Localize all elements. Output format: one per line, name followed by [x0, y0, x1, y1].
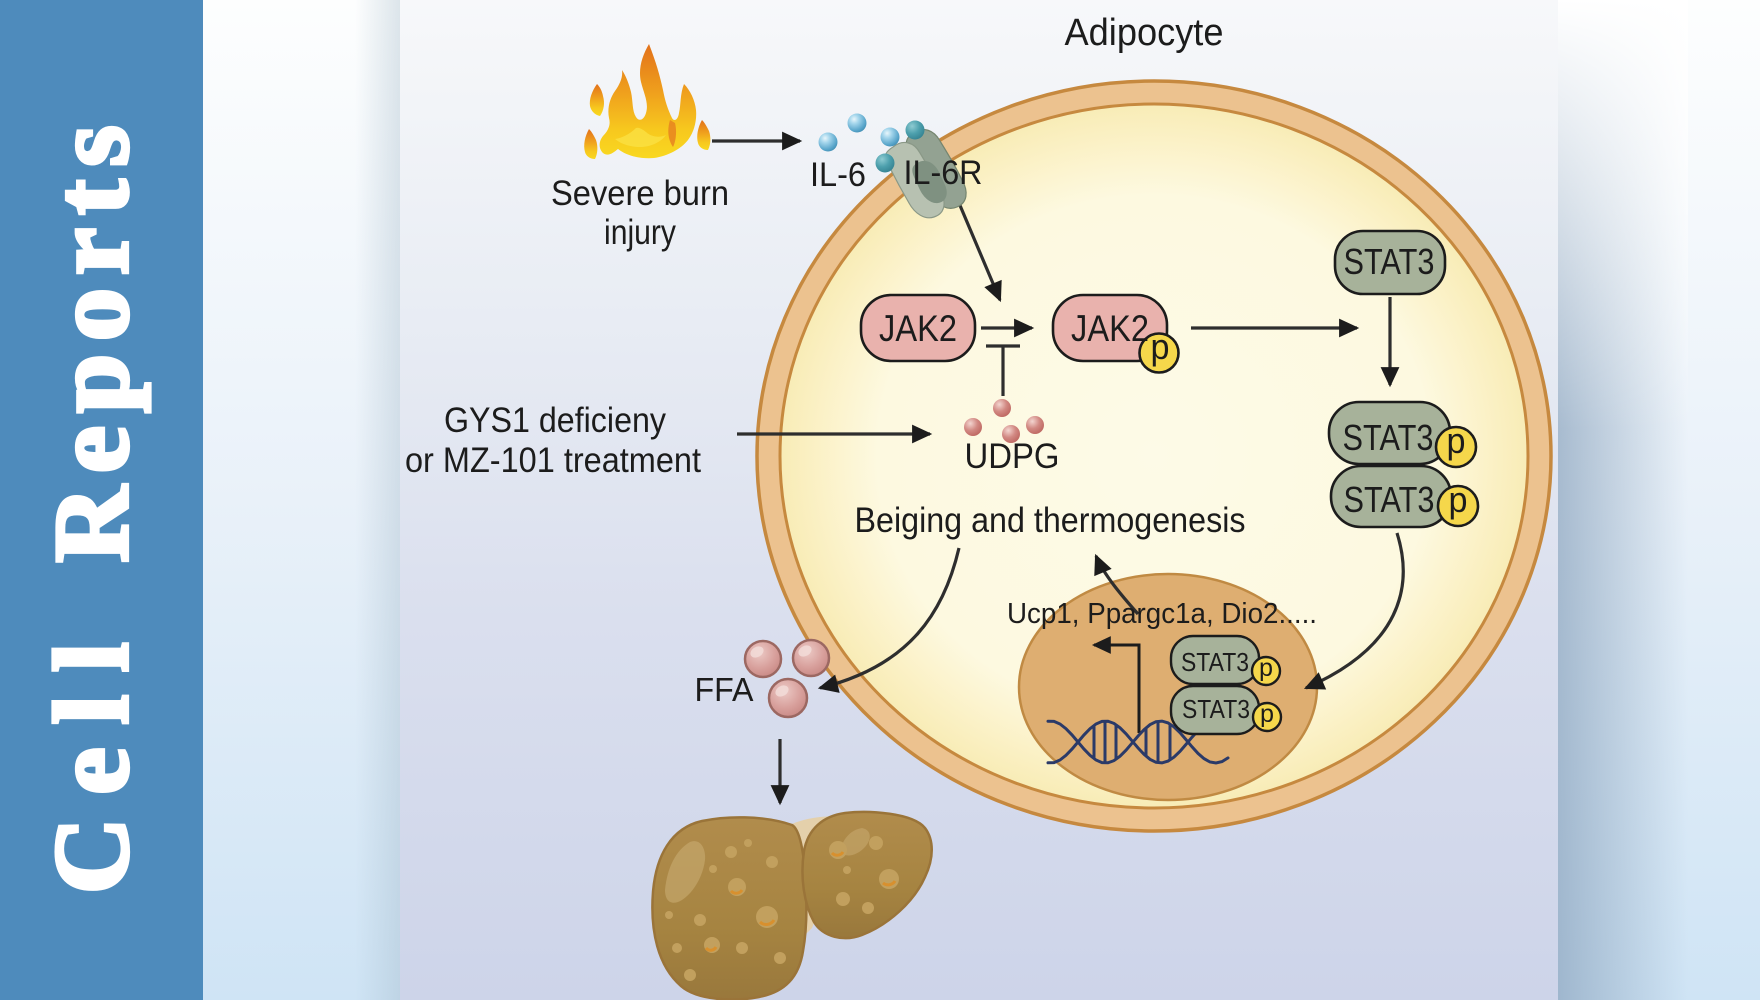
svg-text:p: p — [1447, 420, 1466, 461]
svg-text:FFA: FFA — [695, 671, 754, 708]
svg-text:Beiging and thermogenesis: Beiging and thermogenesis — [855, 501, 1246, 540]
svg-text:IL-6: IL-6 — [810, 156, 866, 194]
svg-text:Severe burn: Severe burn — [551, 174, 729, 213]
svg-text:JAK2: JAK2 — [879, 308, 957, 349]
svg-text:p: p — [1151, 326, 1170, 367]
svg-text:JAK2: JAK2 — [1071, 308, 1149, 349]
svg-text:STAT3: STAT3 — [1181, 647, 1249, 677]
svg-text:STAT3: STAT3 — [1182, 694, 1250, 724]
svg-text:p: p — [1260, 700, 1274, 728]
svg-text:Adipocyte: Adipocyte — [1065, 12, 1224, 54]
svg-text:p: p — [1449, 479, 1468, 520]
svg-text:Ucp1, Ppargc1a, Dio2.....: Ucp1, Ppargc1a, Dio2..... — [1007, 598, 1317, 630]
svg-text:STAT3: STAT3 — [1344, 241, 1435, 282]
svg-text:STAT3: STAT3 — [1344, 479, 1435, 520]
svg-text:UDPG: UDPG — [965, 437, 1060, 476]
svg-text:IL-6R: IL-6R — [904, 154, 983, 192]
svg-text:p: p — [1259, 654, 1273, 682]
svg-text:GYS1 deficieny: GYS1 deficieny — [444, 401, 666, 440]
svg-text:STAT3: STAT3 — [1343, 417, 1434, 458]
svg-text:CellReports: CellReports — [33, 112, 150, 894]
svg-text:or MZ-101 treatment: or MZ-101 treatment — [405, 441, 701, 480]
svg-text:injury: injury — [604, 213, 676, 252]
